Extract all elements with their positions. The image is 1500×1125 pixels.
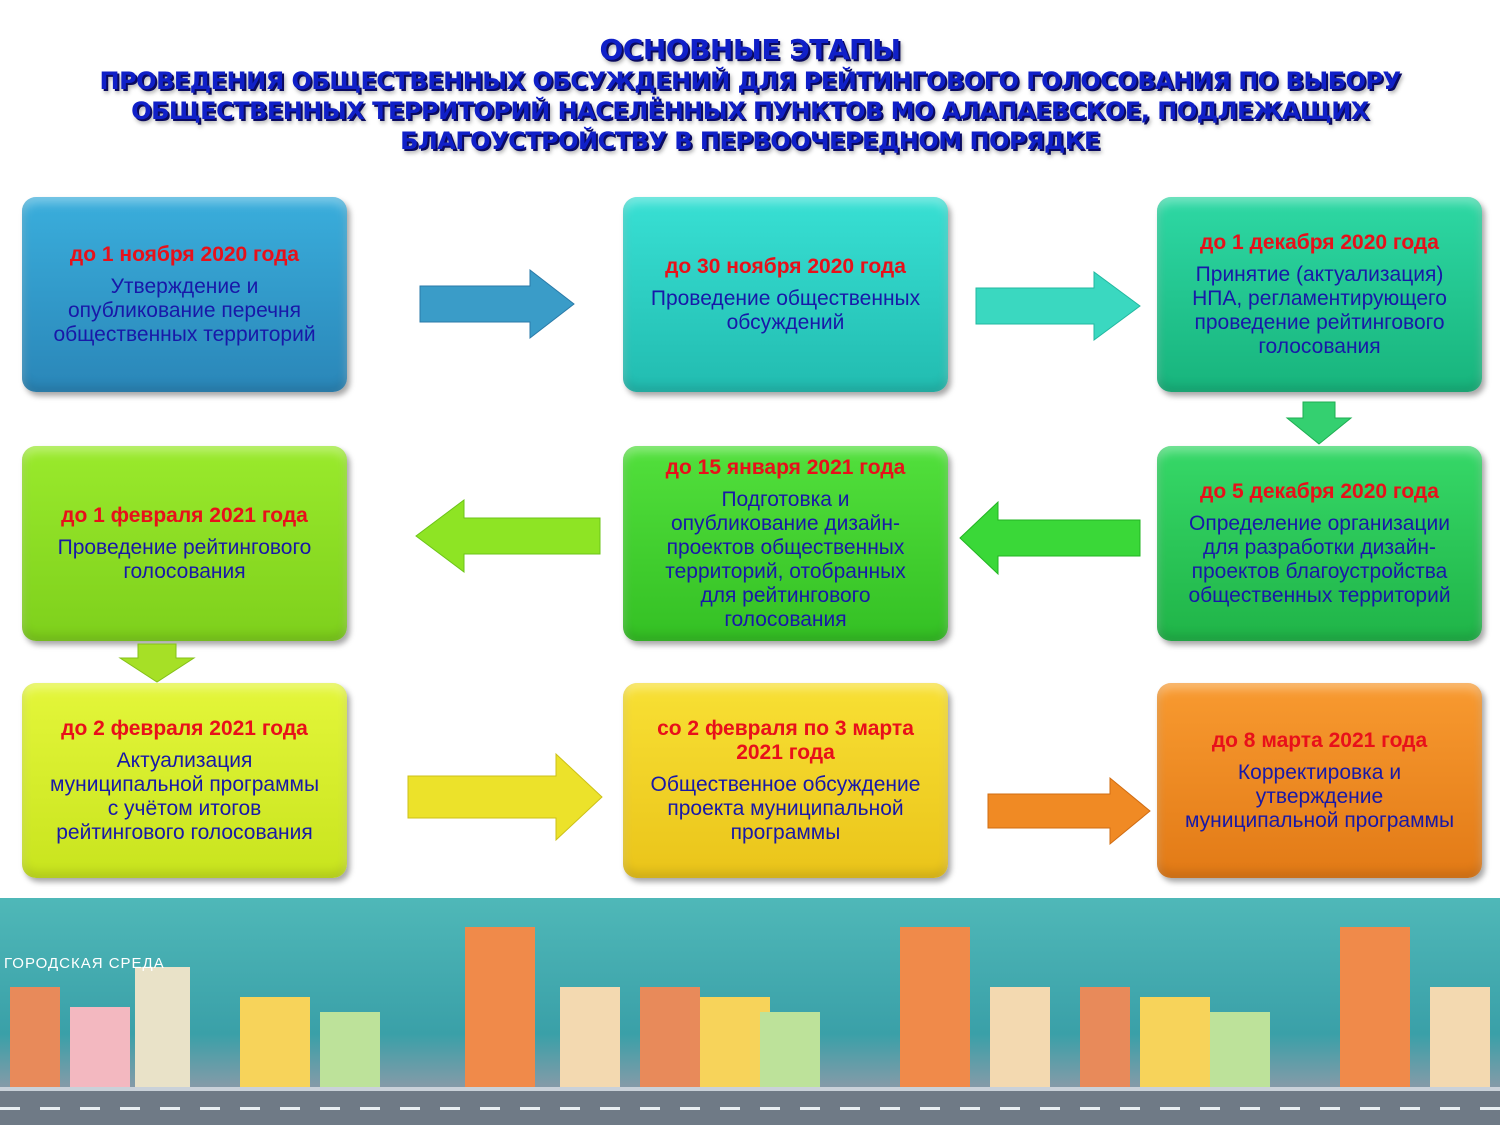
- stage-8: со 2 февраля по 3 марта 2021 года Общест…: [623, 683, 948, 878]
- city-illustration: [0, 898, 1500, 1125]
- stage-date: до 15 января 2021 года: [665, 455, 906, 479]
- stage-3: до 1 декабря 2020 года Принятие (актуали…: [1157, 197, 1482, 392]
- arrow-down-icon: [118, 643, 196, 683]
- arrow-left-icon: [415, 499, 601, 573]
- road: [0, 1087, 1500, 1125]
- stage-date: со 2 февраля по 3 марта 2021 года: [657, 716, 914, 764]
- logo-gorodskaya-sreda: ГОРОДСКАЯ СРЕДА: [4, 955, 165, 972]
- stage-text: Корректировка и утверждение муниципально…: [1184, 760, 1455, 832]
- stage-text: Общественное обсуждение проекта муниципа…: [650, 772, 921, 844]
- arrow-right-icon: [419, 268, 575, 340]
- page-title: ОСНОВНЫЕ ЭТАПЫ ПРОВЕДЕНИЯ ОБЩЕСТВЕННЫХ О…: [0, 34, 1500, 156]
- title-line-1: ОСНОВНЫЕ ЭТАПЫ: [599, 33, 901, 66]
- stage-6: до 1 февраля 2021 года Проведение рейтин…: [22, 446, 347, 641]
- stage-9: до 8 марта 2021 года Корректировка и утв…: [1157, 683, 1482, 878]
- stage-text: Принятие (актуализация) НПА, регламентир…: [1192, 262, 1447, 358]
- stage-text: Утверждение и опубликование перечня обще…: [53, 274, 316, 346]
- arrow-left-icon: [959, 500, 1141, 576]
- stage-date: до 2 февраля 2021 года: [61, 716, 308, 740]
- arrow-down-icon: [1285, 401, 1353, 445]
- arrow-right-icon: [987, 776, 1151, 846]
- stage-2: до 30 ноября 2020 года Проведение общест…: [623, 197, 948, 392]
- stage-date: до 1 ноября 2020 года: [69, 242, 300, 266]
- stage-date: до 1 февраля 2021 года: [61, 503, 308, 527]
- stage-text: Проведение рейтингового голосования: [57, 535, 312, 583]
- stage-date: до 5 декабря 2020 года: [1200, 479, 1439, 503]
- stage-1: до 1 ноября 2020 года Утверждение и опуб…: [22, 197, 347, 392]
- arrow-right-icon: [975, 271, 1141, 341]
- stage-5: до 15 января 2021 года Подготовка и опуб…: [623, 446, 948, 641]
- stage-text: Актуализация муниципальной программы с у…: [49, 748, 320, 844]
- title-line-3: ОБЩЕСТВЕННЫХ ТЕРРИТОРИЙ НАСЕЛЁННЫХ ПУНКТ…: [131, 97, 1369, 125]
- stage-date: до 8 марта 2021 года: [1211, 728, 1428, 752]
- stage-text: Проведение общественных обсуждений: [650, 286, 921, 334]
- stage-text: Подготовка и опубликование дизайн- проек…: [665, 487, 906, 631]
- stage-date: до 1 декабря 2020 года: [1200, 230, 1439, 254]
- stage-date: до 30 ноября 2020 года: [665, 254, 906, 278]
- stage-7: до 2 февраля 2021 года Актуализация муни…: [22, 683, 347, 878]
- title-line-2: ПРОВЕДЕНИЯ ОБЩЕСТВЕННЫХ ОБСУЖДЕНИЙ ДЛЯ Р…: [99, 67, 1401, 95]
- arrow-right-icon: [407, 752, 603, 842]
- title-line-4: БЛАГОУСТРОЙСТВУ В ПЕРВООЧЕРЕДНОМ ПОРЯДКЕ: [400, 127, 1100, 155]
- stage-text: Определение организации для разработки д…: [1188, 511, 1451, 607]
- stage-4: до 5 декабря 2020 года Определение орган…: [1157, 446, 1482, 641]
